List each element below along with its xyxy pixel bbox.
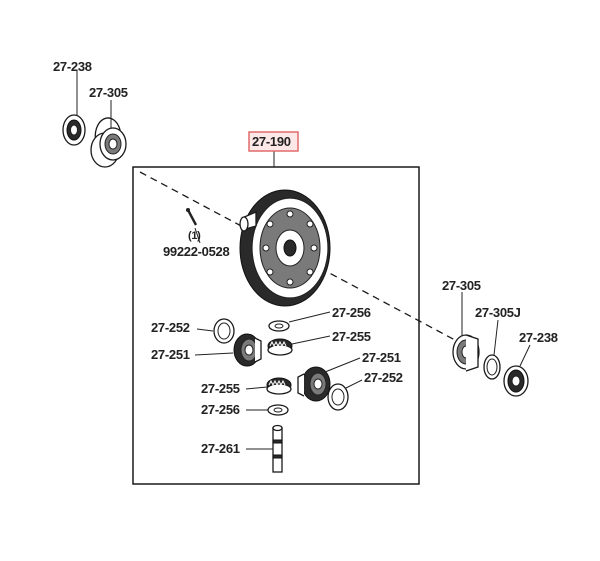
side-gear-left-part[interactable] xyxy=(233,333,262,367)
label-bearing-right: 27-305 xyxy=(442,278,481,293)
label-side-gear-right: 27-251 xyxy=(362,350,401,365)
highlight-box xyxy=(248,131,299,152)
label-bearing-seal-left: 27-238 xyxy=(53,59,92,74)
label-washer-bottom: 27-256 xyxy=(201,402,240,417)
ring-gear-part[interactable] xyxy=(239,189,331,307)
bearing-seal-left-part[interactable] xyxy=(62,114,86,146)
pinion-gear-top-part[interactable] xyxy=(267,338,293,356)
pin-part[interactable] xyxy=(186,208,198,226)
bearing-left-part[interactable] xyxy=(90,117,127,168)
label-assembly[interactable]: 27-190 xyxy=(252,134,291,149)
thrust-washer-left-part[interactable] xyxy=(213,318,235,344)
bearing-race-right-part[interactable] xyxy=(483,354,501,380)
thrust-washer-right-part[interactable] xyxy=(327,383,349,411)
washer-top-part[interactable] xyxy=(268,320,290,332)
label-thrust-washer-right: 27-252 xyxy=(364,370,403,385)
bearing-seal-right-part[interactable] xyxy=(503,365,529,397)
bearing-right-part[interactable] xyxy=(452,334,480,372)
label-pinion-shaft: 27-261 xyxy=(201,441,240,456)
washer-bottom-part[interactable] xyxy=(267,404,289,416)
assembly-frame xyxy=(132,166,420,485)
pinion-shaft-part[interactable] xyxy=(272,424,283,473)
pinion-gear-bottom-part[interactable] xyxy=(266,377,292,395)
label-bearing-seal-right: 27-238 xyxy=(519,330,558,345)
label-bearing-race-right: 27-305J xyxy=(475,305,521,320)
label-side-gear-left: 27-251 xyxy=(151,347,190,362)
label-thrust-washer-left: 27-252 xyxy=(151,320,190,335)
label-pinion-gear-top: 27-255 xyxy=(332,329,371,344)
label-pinion-gear-bottom: 27-255 xyxy=(201,381,240,396)
side-gear-right-part[interactable] xyxy=(297,366,331,402)
label-bearing-left: 27-305 xyxy=(89,85,128,100)
label-washer-top: 27-256 xyxy=(332,305,371,320)
label-pin: 99222-0528 xyxy=(163,244,229,259)
label-quantity: (1) xyxy=(188,230,201,242)
